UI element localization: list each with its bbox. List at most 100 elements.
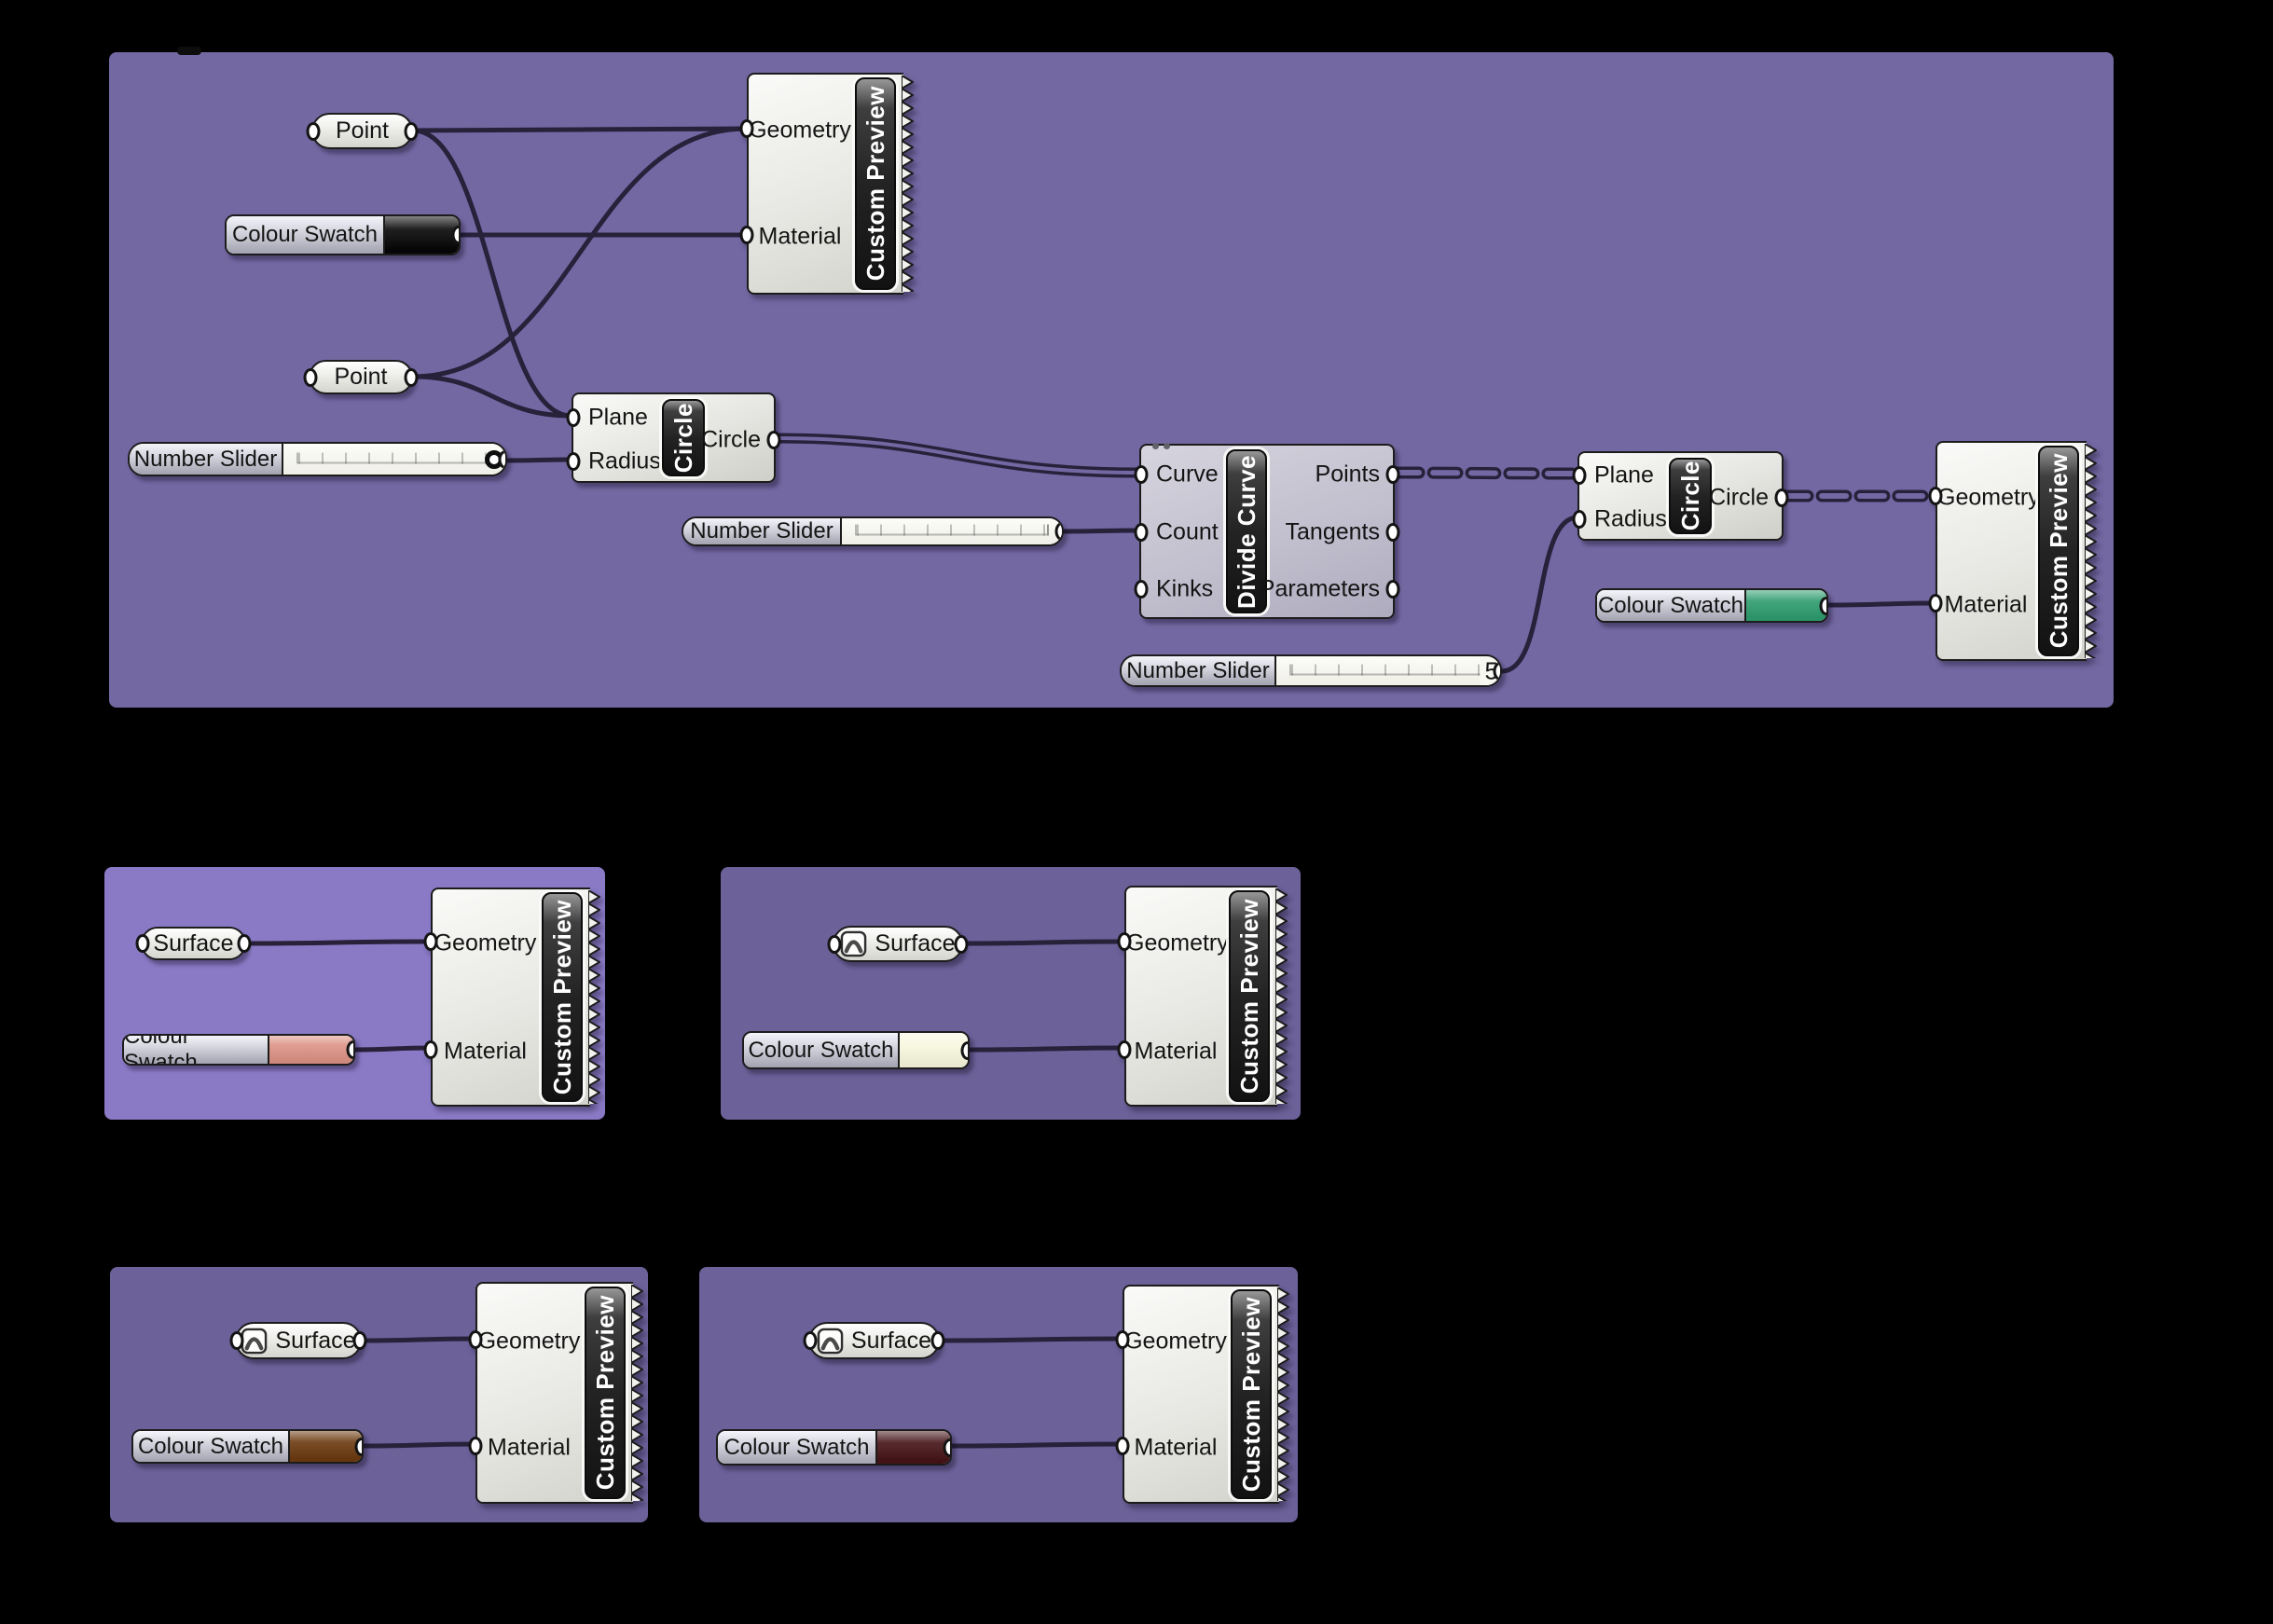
colour-swatch-green[interactable]: Colour Swatch	[1595, 588, 1828, 623]
colour-swatch-salmon[interactable]: Colour Swatch	[122, 1034, 355, 1066]
slider-track[interactable]: 5.555	[1276, 656, 1500, 685]
preview1-material-port[interactable]	[739, 226, 754, 244]
previewc-geometry-port[interactable]	[468, 1330, 483, 1349]
preview2-material-port[interactable]	[1928, 594, 1943, 612]
wire-surfacea-geometry[interactable]	[243, 939, 434, 946]
previewb-material-port[interactable]	[1117, 1040, 1132, 1059]
slider3-output-port[interactable]	[1493, 661, 1500, 681]
swatchgreen-output-port[interactable]	[1819, 596, 1826, 615]
point1-output-port[interactable]	[404, 121, 419, 141]
wire-slider2-count[interactable]	[1061, 528, 1142, 534]
divide-count-port[interactable]	[1134, 523, 1149, 542]
wire-circle1-curve-inner	[774, 436, 1141, 475]
circle-component-1[interactable]: Plane Radius Circle Circle	[566, 392, 781, 483]
custom-preview-b[interactable]: Geometry Material Custom Preview	[1117, 886, 1290, 1107]
wire-surfaced-geometry[interactable]	[937, 1336, 1125, 1343]
divide-parameters-port[interactable]	[1385, 580, 1400, 599]
previewd-material-port[interactable]	[1115, 1437, 1130, 1455]
wire-point1-plane[interactable]	[410, 128, 574, 419]
colour-swatch-brown[interactable]: Colour Swatch	[131, 1429, 364, 1464]
preview2-geometry-port[interactable]	[1928, 487, 1943, 505]
custom-preview-d[interactable]: Geometry Material Custom Preview	[1115, 1285, 1292, 1504]
preview1-geometry-port[interactable]	[739, 119, 754, 138]
param-surface-a[interactable]: Surface	[135, 927, 252, 960]
colour-swatch-black[interactable]: Colour Swatch	[225, 214, 461, 255]
circle2-plane-port[interactable]	[1572, 466, 1587, 485]
param-surface-c[interactable]: Surface	[229, 1322, 367, 1359]
swatch-color-chip[interactable]	[1746, 590, 1826, 621]
surfacec-input-port[interactable]	[229, 1331, 244, 1350]
swatch-label: Colour Swatch	[718, 1431, 877, 1464]
wire-surfaceb-geometry[interactable]	[960, 939, 1127, 946]
swatchmaroon-output-port[interactable]	[943, 1438, 950, 1457]
divide-tangents-port[interactable]	[1385, 523, 1400, 542]
geometry-label: Geometry	[749, 117, 851, 144]
custom-preview-c[interactable]: Geometry Material Custom Preview	[468, 1282, 646, 1504]
param-surface-d[interactable]: Surface	[803, 1322, 945, 1359]
number-slider-radius2[interactable]: Number Slider 5.555	[1120, 654, 1502, 687]
custom-preview-1[interactable]: Geometry Material Custom Preview	[739, 73, 916, 295]
swatch-color-chip[interactable]	[269, 1036, 353, 1064]
circle-component-2[interactable]: Plane Radius Circle Circle	[1572, 451, 1789, 541]
wire-swatchcream-material[interactable]	[967, 1045, 1127, 1053]
custom-preview-a[interactable]: Geometry Material Custom Preview	[423, 888, 603, 1107]
param-surface-b[interactable]: Surface	[827, 926, 969, 962]
custom-preview-2[interactable]: Geometry Material Custom Preview	[1928, 441, 2100, 661]
slider-track[interactable]: 25	[842, 518, 1062, 544]
circle1-output-port[interactable]	[766, 431, 781, 449]
point1-input-port[interactable]	[306, 121, 321, 141]
divide-curve-component[interactable]: Curve Count Kinks Divide Curve Points Ta…	[1134, 443, 1400, 619]
slider2-output-port[interactable]	[1054, 522, 1062, 541]
point2-output-port[interactable]	[404, 367, 419, 387]
wire-surfacec-geometry[interactable]	[359, 1336, 478, 1343]
circle1-plane-port[interactable]	[566, 408, 581, 427]
slider1-output-port[interactable]	[498, 449, 505, 469]
previewd-geometry-port[interactable]	[1115, 1330, 1130, 1349]
colour-swatch-cream[interactable]: Colour Swatch	[742, 1031, 970, 1069]
surfaced-input-port[interactable]	[803, 1331, 818, 1350]
divide-curve-port[interactable]	[1134, 465, 1149, 484]
swatch-color-chip[interactable]	[900, 1033, 968, 1067]
material-label: Material	[1944, 591, 2028, 618]
swatch-color-chip[interactable]	[385, 216, 459, 254]
swatchbrown-output-port[interactable]	[354, 1437, 362, 1456]
surfaceb-input-port[interactable]	[827, 934, 842, 954]
divide-points-port[interactable]	[1385, 465, 1400, 484]
surfacea-output-port[interactable]	[237, 934, 252, 953]
wire-slider1-radius[interactable]	[504, 457, 574, 463]
param-point-1[interactable]: Point	[306, 113, 419, 149]
swatchblack-output-port[interactable]	[451, 226, 459, 244]
wire-swatchsalmon-material[interactable]	[352, 1045, 434, 1053]
wire-swatchmaroon-material[interactable]	[949, 1441, 1125, 1449]
previewa-geometry-port[interactable]	[423, 932, 438, 951]
number-slider-radius1[interactable]: Number Slider 10.414	[128, 442, 507, 476]
circle1-radius-port[interactable]	[566, 452, 581, 471]
previewb-geometry-port[interactable]	[1117, 932, 1132, 951]
surfaced-output-port[interactable]	[930, 1331, 945, 1350]
swatch-color-chip[interactable]	[877, 1431, 950, 1464]
slider-track[interactable]: 10.414	[283, 444, 505, 475]
wire-swatchbrown-material[interactable]	[361, 1441, 478, 1449]
wire-point1-geometry[interactable]	[410, 126, 750, 133]
swatchsalmon-output-port[interactable]	[346, 1040, 353, 1059]
wire-swatchgreen-material[interactable]	[1825, 600, 1938, 608]
wire-slider3-radius[interactable]	[1499, 515, 1580, 674]
point2-input-port[interactable]	[303, 367, 318, 387]
swatchcream-output-port[interactable]	[960, 1040, 968, 1060]
wire-point2-geometry[interactable]	[410, 126, 750, 379]
circle2-radius-port[interactable]	[1572, 510, 1587, 529]
number-slider-count[interactable]: Number Slider 25	[682, 516, 1064, 546]
previewc-material-port[interactable]	[468, 1437, 483, 1455]
zigzag-edge	[1277, 1287, 1292, 1501]
surfacea-input-port[interactable]	[135, 934, 150, 953]
surfacec-output-port[interactable]	[352, 1331, 367, 1350]
wire-point2-plane[interactable]	[410, 374, 574, 419]
surfaceb-output-port[interactable]	[954, 934, 969, 954]
colour-swatch-maroon[interactable]: Colour Swatch	[716, 1429, 952, 1466]
swatch-color-chip[interactable]	[290, 1431, 362, 1462]
param-point-2[interactable]: Point	[303, 360, 419, 394]
divide-kinks-port[interactable]	[1134, 580, 1149, 599]
circle2-output-port[interactable]	[1774, 489, 1789, 507]
previewa-material-port[interactable]	[423, 1040, 438, 1059]
